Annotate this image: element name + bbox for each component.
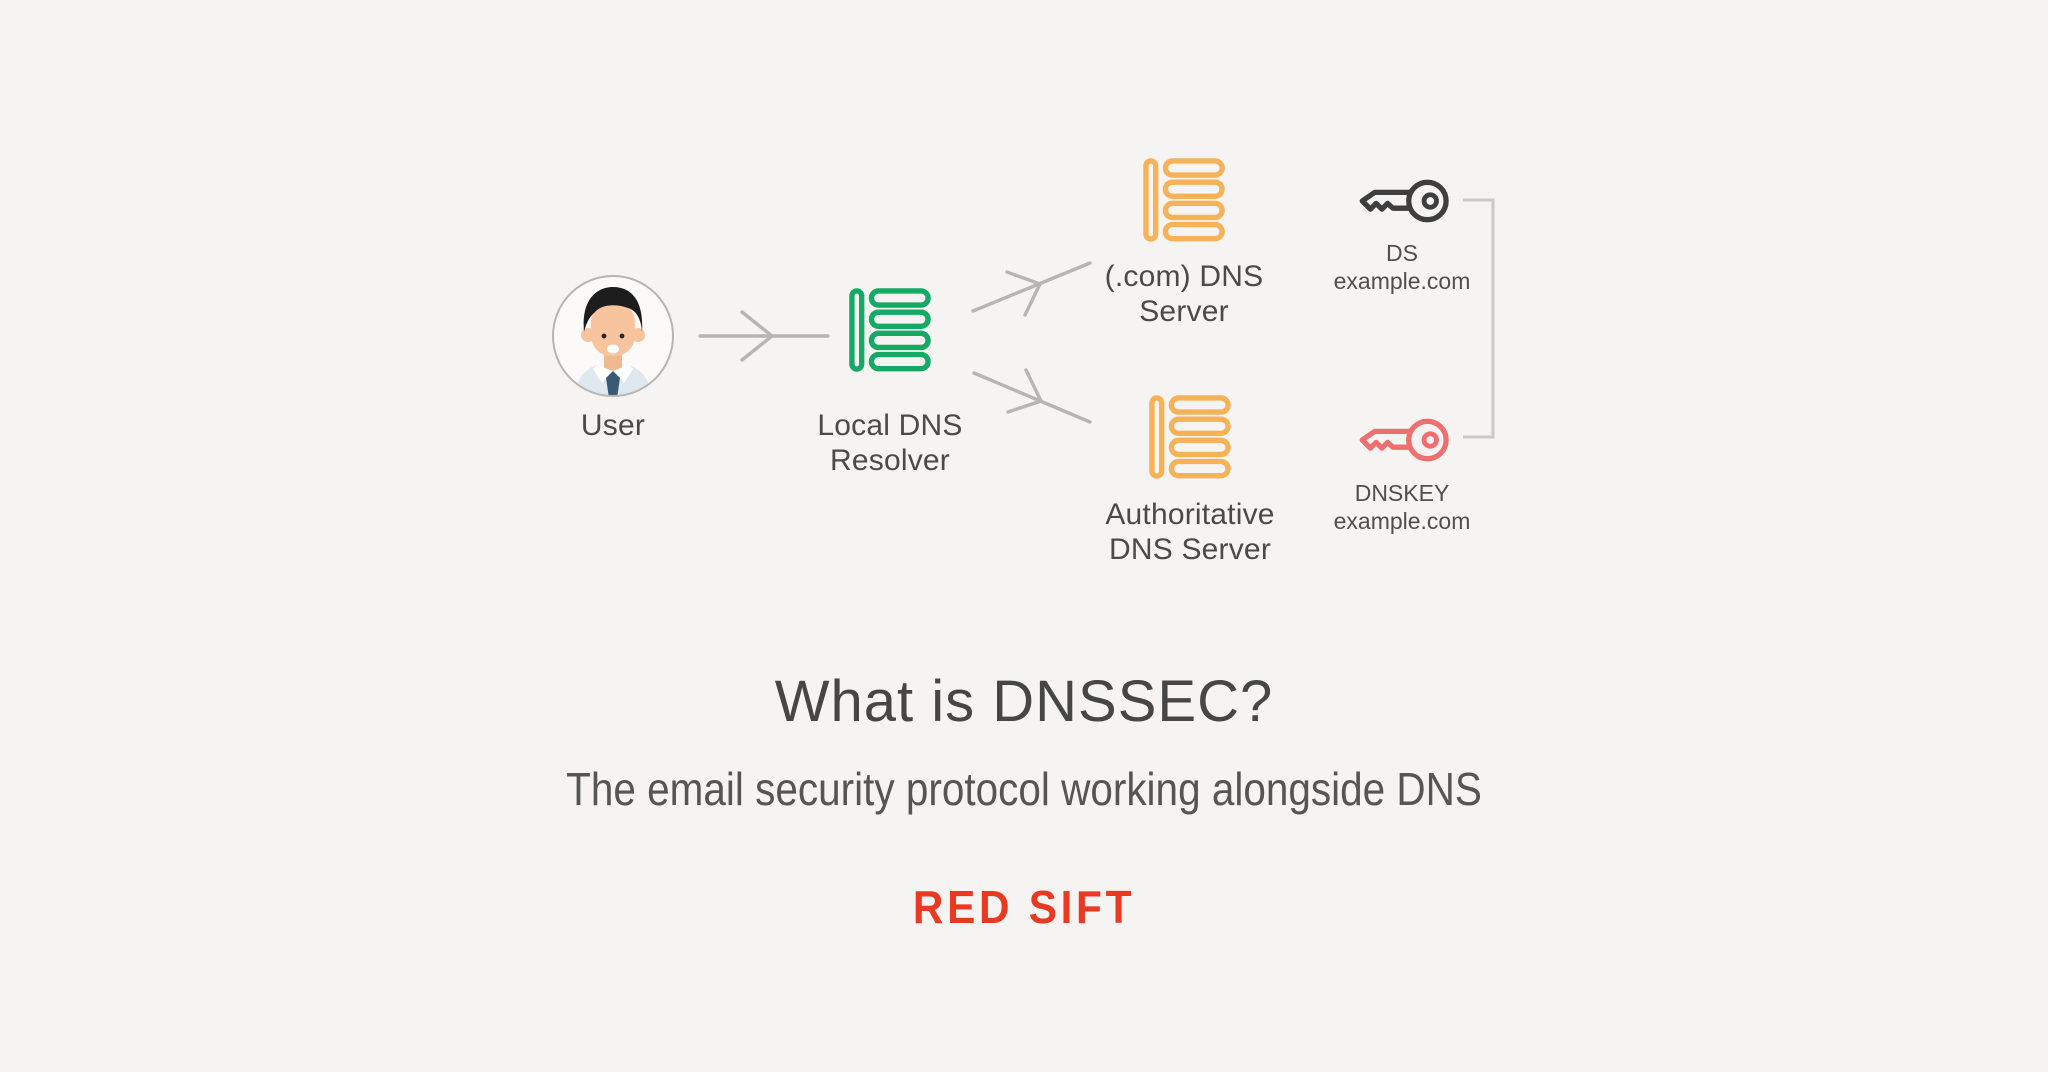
node-authoritative-dns-server: Authoritative DNS Server: [1040, 395, 1340, 567]
ds-key-label: DS example.com: [1333, 240, 1471, 294]
arrow-resolver-to-auth: [972, 371, 1092, 424]
key-icon: [1359, 179, 1449, 223]
resolver-label: Local DNS Resolver: [817, 409, 963, 477]
server-stack-icon: [1143, 158, 1225, 242]
ds-dnskey-bracket: [1463, 198, 1495, 439]
page-subtitle: The email security protocol working alon…: [566, 763, 1482, 815]
arrow-head-up-right-icon: [1005, 270, 1042, 317]
arrow-resolver-to-com: [971, 261, 1092, 313]
auth-server-label: Authoritative DNS Server: [1105, 498, 1275, 566]
node-ds-key: DS example.com: [1302, 178, 1502, 295]
key-icon: [1359, 418, 1449, 462]
arrow-head-right-icon: [740, 310, 774, 362]
red-sift-logo: RED SIFT: [912, 881, 1136, 933]
user-avatar-icon: [552, 275, 674, 397]
server-stack-icon: [1149, 395, 1231, 479]
node-user: User: [513, 274, 713, 443]
dnskey-label: DNSKEY example.com: [1333, 480, 1471, 534]
node-local-dns-resolver: Local DNS Resolver: [740, 288, 1040, 478]
page-title: What is DNSSEC?: [774, 669, 1274, 734]
server-stack-icon: [849, 288, 931, 372]
user-label: User: [580, 409, 646, 442]
arrow-head-down-right-icon: [1006, 368, 1043, 414]
node-dnskey: DNSKEY example.com: [1302, 417, 1502, 535]
node-com-dns-server: (.com) DNS Server: [1034, 158, 1334, 329]
com-server-label: (.com) DNS Server: [1104, 260, 1264, 328]
